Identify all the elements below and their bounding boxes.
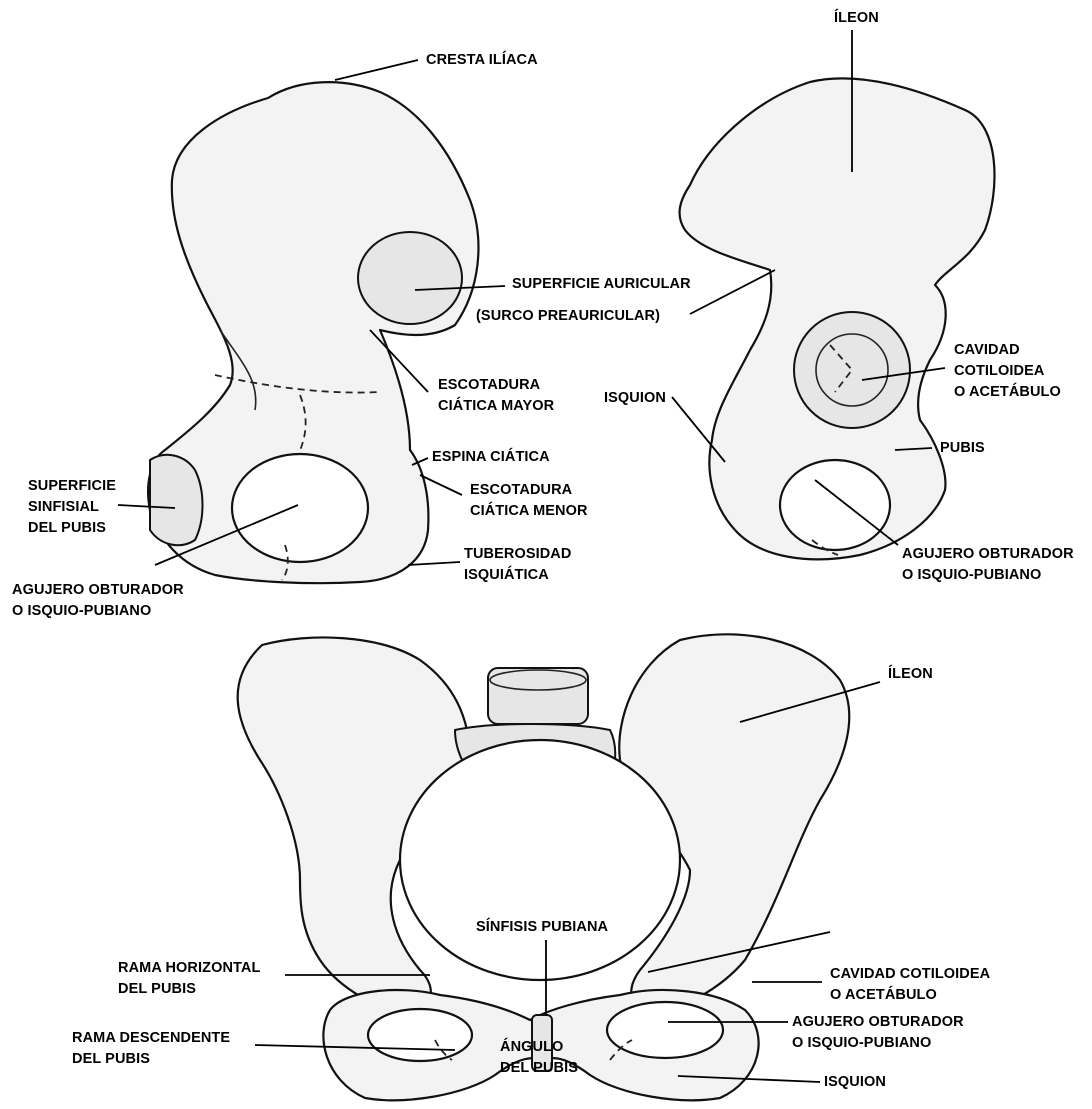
label-text: PUBIS: [940, 438, 985, 459]
label-angulo-del-pubis: ÁNGULO DEL PUBIS: [500, 1037, 578, 1079]
label-sinfisis-pubiana: SÍNFISIS PUBIANA: [476, 917, 608, 938]
label-agujero-obturador-bottom: AGUJERO OBTURADOR O ISQUIO-PUBIANO: [792, 1012, 964, 1054]
label-pubis: PUBIS: [940, 438, 985, 459]
label-text: SÍNFISIS PUBIANA: [476, 917, 608, 938]
label-line-1: CAVIDAD COTILOIDEA: [830, 964, 990, 985]
label-superficie-sinfisial: SUPERFICIE SINFISIAL DEL PUBIS: [28, 476, 116, 539]
label-line-2: O ISQUIO-PUBIANO: [792, 1033, 964, 1054]
label-cavidad-cotiloidea-bottom: CAVIDAD COTILOIDEA O ACETÁBULO: [830, 964, 990, 1006]
label-line-1: AGUJERO OBTURADOR: [792, 1012, 964, 1033]
label-tuberosidad-isquiatica: TUBEROSIDAD ISQUIÁTICA: [464, 544, 571, 586]
label-superficie-auricular: SUPERFICIE AURICULAR: [512, 274, 691, 295]
label-rama-descendente: RAMA DESCENDENTE DEL PUBIS: [72, 1028, 230, 1070]
label-line-1: RAMA DESCENDENTE: [72, 1028, 230, 1049]
label-text: ÍLEON: [834, 8, 879, 29]
label-line-1: TUBEROSIDAD: [464, 544, 571, 565]
hip-bone-lateral-view: [680, 78, 995, 559]
pelvis-front-view: [238, 634, 850, 1100]
label-agujero-obturador-left: AGUJERO OBTURADOR O ISQUIO-PUBIANO: [12, 580, 184, 622]
label-line-2: CIÁTICA MAYOR: [438, 396, 554, 417]
label-rama-horizontal: RAMA HORIZONTAL DEL PUBIS: [118, 958, 260, 1000]
label-line-1: ESCOTADURA: [438, 375, 554, 396]
label-line-2: O ISQUIO-PUBIANO: [902, 565, 1074, 586]
label-text: ÍLEON: [888, 664, 933, 685]
label-line-1: ESCOTADURA: [470, 480, 588, 501]
label-ileon-bottom: ÍLEON: [888, 664, 933, 685]
label-text: ISQUION: [604, 388, 666, 409]
hip-bone-medial-view: [148, 82, 478, 583]
label-escotadura-ciatica-menor: ESCOTADURA CIÁTICA MENOR: [470, 480, 588, 522]
label-line-1: SUPERFICIE: [28, 476, 116, 497]
label-cresta-iliaca: CRESTA ILÍACA: [426, 50, 538, 71]
label-isquion-right: ISQUION: [604, 388, 666, 409]
label-line-1: RAMA HORIZONTAL: [118, 958, 260, 979]
label-line-1: AGUJERO OBTURADOR: [902, 544, 1074, 565]
label-line-2: O ACETÁBULO: [830, 985, 990, 1006]
label-line-2: DEL PUBIS: [118, 979, 260, 1000]
label-line-2: COTILOIDEA: [954, 361, 1061, 382]
label-line-1: CAVIDAD: [954, 340, 1061, 361]
label-escotadura-ciatica-mayor: ESCOTADURA CIÁTICA MAYOR: [438, 375, 554, 417]
label-text: CRESTA ILÍACA: [426, 50, 538, 71]
label-ileon-top: ÍLEON: [834, 8, 879, 29]
label-agujero-obturador-right: AGUJERO OBTURADOR O ISQUIO-PUBIANO: [902, 544, 1074, 586]
label-text: SUPERFICIE AURICULAR: [512, 274, 691, 295]
label-espina-ciatica: ESPINA CIÁTICA: [432, 447, 550, 468]
label-line-2: DEL PUBIS: [72, 1049, 230, 1070]
label-line-1: ÁNGULO: [500, 1037, 578, 1058]
label-line-2: SINFISIAL: [28, 497, 116, 518]
label-text: ESPINA CIÁTICA: [432, 447, 550, 468]
label-cavidad-cotiloidea-top: CAVIDAD COTILOIDEA O ACETÁBULO: [954, 340, 1061, 403]
label-line-2: O ISQUIO-PUBIANO: [12, 601, 184, 622]
label-text: (SURCO PREAURICULAR): [476, 306, 660, 327]
label-surco-preauricular: (SURCO PREAURICULAR): [476, 306, 660, 327]
label-isquion-bottom: ISQUION: [824, 1072, 886, 1093]
label-line-3: DEL PUBIS: [28, 518, 116, 539]
label-line-1: AGUJERO OBTURADOR: [12, 580, 184, 601]
label-text: ISQUION: [824, 1072, 886, 1093]
label-line-2: CIÁTICA MENOR: [470, 501, 588, 522]
label-line-3: O ACETÁBULO: [954, 382, 1061, 403]
label-line-2: ISQUIÁTICA: [464, 565, 571, 586]
label-line-2: DEL PUBIS: [500, 1058, 578, 1079]
